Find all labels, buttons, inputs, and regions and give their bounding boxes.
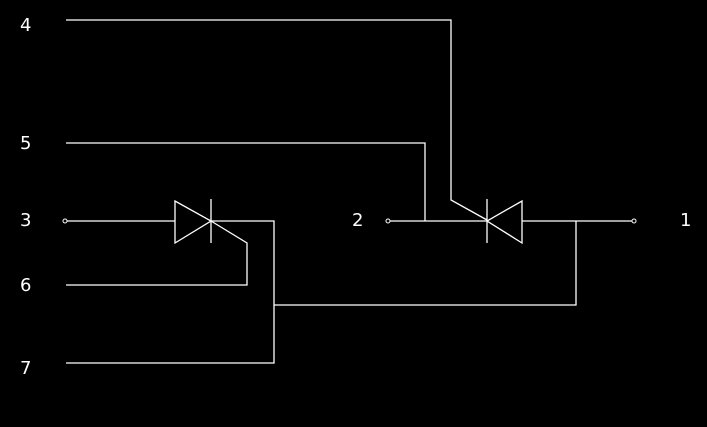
terminal-6-label: 6 (20, 275, 31, 296)
wire-common-bus (274, 221, 577, 306)
wire-terminal-6-gate (66, 220, 248, 286)
terminal-7-label: 7 (20, 358, 31, 379)
terminal-5-label: 5 (20, 133, 31, 154)
terminal-1-node (631, 218, 637, 224)
wire-terminal-5 (66, 142, 426, 221)
terminal-4-label: 4 (20, 15, 31, 36)
terminal-1-label: 1 (680, 210, 691, 231)
wire-terminal-4-gate (66, 19, 488, 221)
wire-left-thyristor-output (66, 220, 275, 364)
thyristor-left (174, 199, 213, 245)
terminal-2-node (385, 218, 391, 224)
thyristor-right (485, 199, 523, 245)
terminal-3-node (62, 218, 68, 224)
terminal-2-label: 2 (352, 210, 363, 231)
terminal-3-label: 3 (20, 210, 31, 231)
